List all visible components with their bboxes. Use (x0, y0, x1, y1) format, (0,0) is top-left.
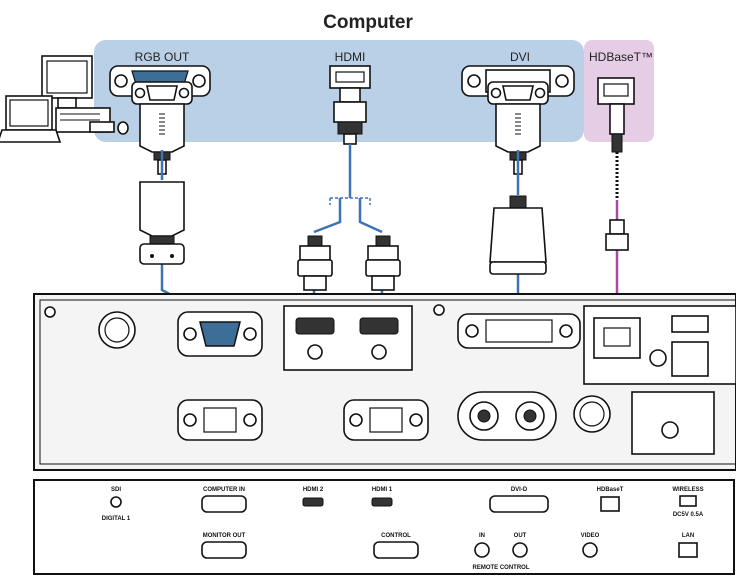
label-monitor-out: MONITOR OUT (203, 533, 246, 539)
video-icon (582, 542, 598, 558)
control-port (343, 399, 429, 441)
hdbaset-label: HDBaseT™ (589, 50, 653, 64)
remote-control-ports (457, 391, 557, 441)
wireless-usb-icon (679, 495, 697, 507)
label-dvi-d: DVI-D (511, 487, 528, 493)
dvi-label: DVI (510, 50, 530, 64)
label-digital-1: DIGITAL 1 (102, 516, 131, 522)
label-sdi: SDI (111, 487, 121, 493)
hdmi-ports-group (283, 305, 413, 371)
remote-out-icon (512, 542, 528, 558)
hdbaset-lan-block (583, 305, 736, 385)
monitor-out-icon (201, 541, 247, 559)
rgb-out-label: RGB OUT (135, 50, 190, 64)
label-hdbaset: HDBaseT (597, 487, 624, 493)
diagram-title: Computer (323, 12, 413, 33)
remote-in-icon (474, 542, 490, 558)
label-video: VIDEO (581, 533, 600, 539)
port-label-strip (33, 479, 735, 575)
hdmi-1-icon (371, 497, 393, 507)
dvi-cable-plug (489, 195, 547, 275)
hdmi-cable-plug-left (297, 235, 333, 291)
laptop-icon (0, 95, 62, 143)
label-in: IN (479, 533, 485, 539)
label-dc5v: DC5V 0.5A (673, 512, 704, 518)
label-hdmi-1: HDMI 1 (372, 487, 393, 493)
computer-in-icon (201, 495, 247, 513)
label-wireless: WIRELESS (672, 487, 703, 493)
hdmi-label: HDMI (335, 50, 366, 64)
lan-port-icon (678, 542, 698, 558)
label-hdmi-2: HDMI 2 (303, 487, 324, 493)
dvi-d-port (457, 313, 581, 349)
label-computer-in: COMPUTER IN (203, 487, 245, 493)
hdmi-2-icon (302, 497, 324, 507)
dvi-source-connector (461, 65, 575, 175)
hdmi-cable-plug-right (365, 235, 401, 291)
control-icon (373, 541, 419, 559)
hdbaset-source-connector (597, 77, 635, 153)
hdbaset-port-icon (600, 496, 620, 512)
dvi-d-icon (489, 495, 549, 513)
computer-source-zone (94, 40, 584, 142)
label-out: OUT (514, 533, 527, 539)
vga-cable-plug (139, 181, 185, 265)
rgb-out-source-connector (109, 65, 211, 175)
hdmi-source-connector (329, 65, 371, 145)
hdbaset-cable-plug (605, 219, 629, 251)
wireless-cover (631, 391, 715, 455)
label-lan: LAN (682, 533, 694, 539)
computer-in-port (177, 311, 263, 357)
monitor-out-port (177, 399, 263, 441)
sdi-port-icon (110, 496, 122, 508)
label-remote-control: REMOTE CONTROL (473, 565, 530, 571)
computer-icon (41, 55, 129, 135)
label-control: CONTROL (381, 533, 411, 539)
